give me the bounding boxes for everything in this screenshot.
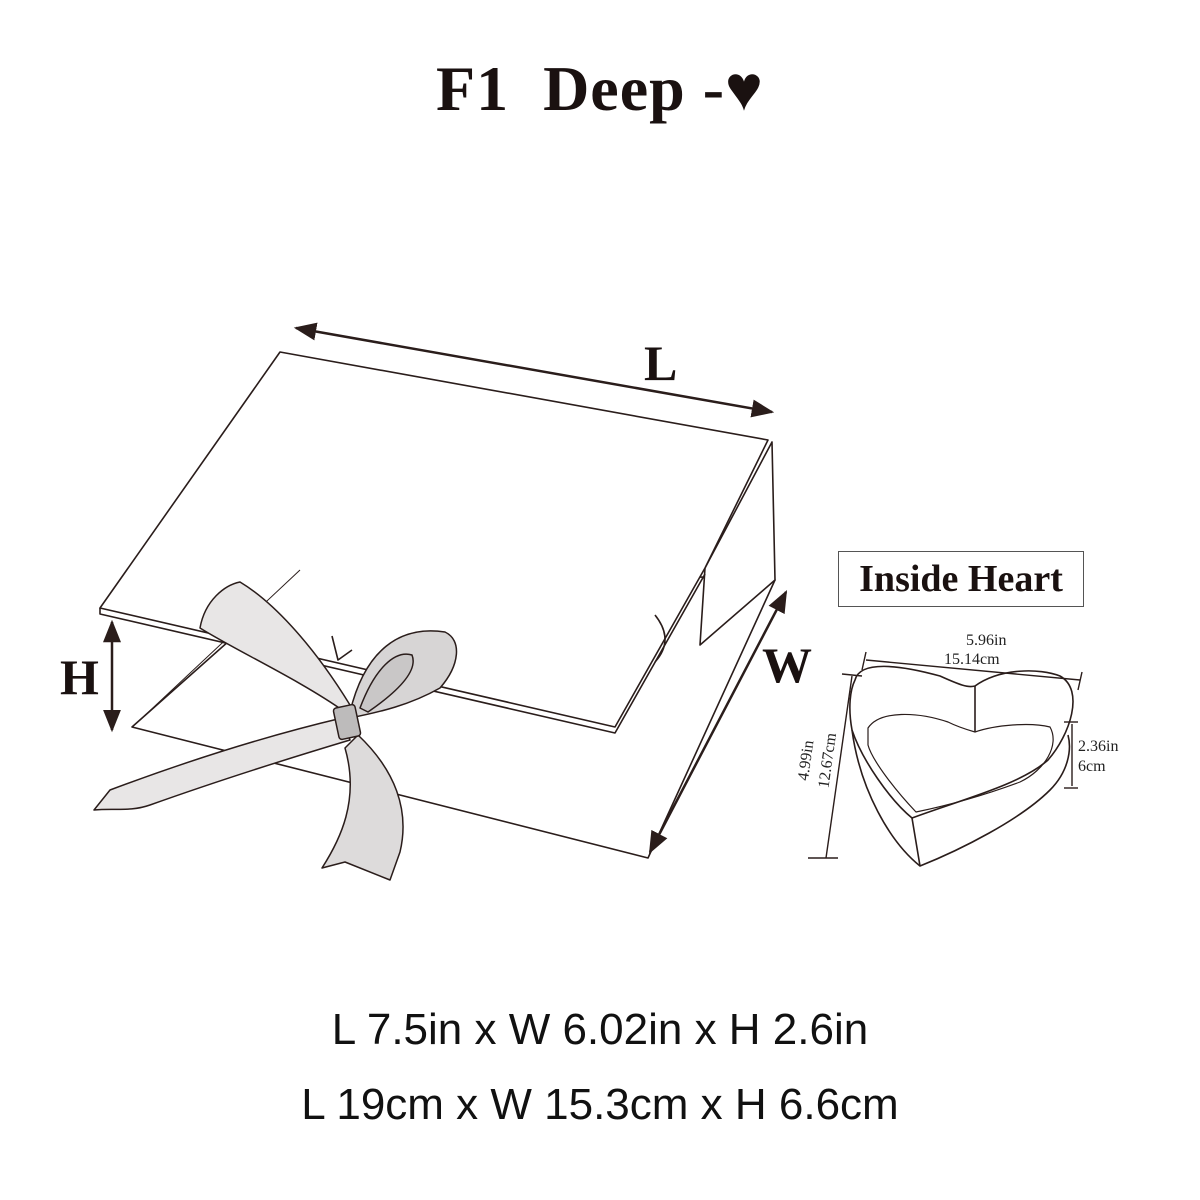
ribbon-left-loop bbox=[199, 581, 351, 713]
spec-imperial: L 7.5in x W 6.02in x H 2.6in bbox=[331, 1005, 869, 1054]
heart-height-cm: 6cm bbox=[1078, 758, 1106, 775]
heart-walls bbox=[851, 729, 1071, 867]
heart-inner-rim bbox=[867, 713, 1054, 813]
ribbon-left-tail bbox=[93, 717, 351, 811]
heart-width-line bbox=[825, 675, 853, 859]
ribbon-knot bbox=[332, 703, 362, 741]
width-label: W bbox=[762, 637, 812, 693]
heart-height-in: 2.36in bbox=[1078, 738, 1119, 755]
spec-metric: L 19cm x W 15.3cm x H 6.6cm bbox=[301, 1080, 899, 1129]
heart-length-cm: 15.14cm bbox=[944, 651, 1000, 668]
heart-length-in: 5.96in bbox=[966, 632, 1007, 649]
page-title: F1 Deep -♥ bbox=[435, 53, 765, 124]
heart-length-line bbox=[865, 659, 1081, 681]
height-label: H bbox=[60, 649, 99, 705]
inside-heart-label: Inside Heart bbox=[838, 551, 1084, 607]
width-arrow bbox=[648, 590, 788, 854]
length-label: L bbox=[644, 335, 678, 391]
ribbon-right-tail bbox=[321, 734, 404, 881]
heart-outer-rim bbox=[849, 665, 1074, 819]
length-arrow bbox=[293, 322, 775, 418]
